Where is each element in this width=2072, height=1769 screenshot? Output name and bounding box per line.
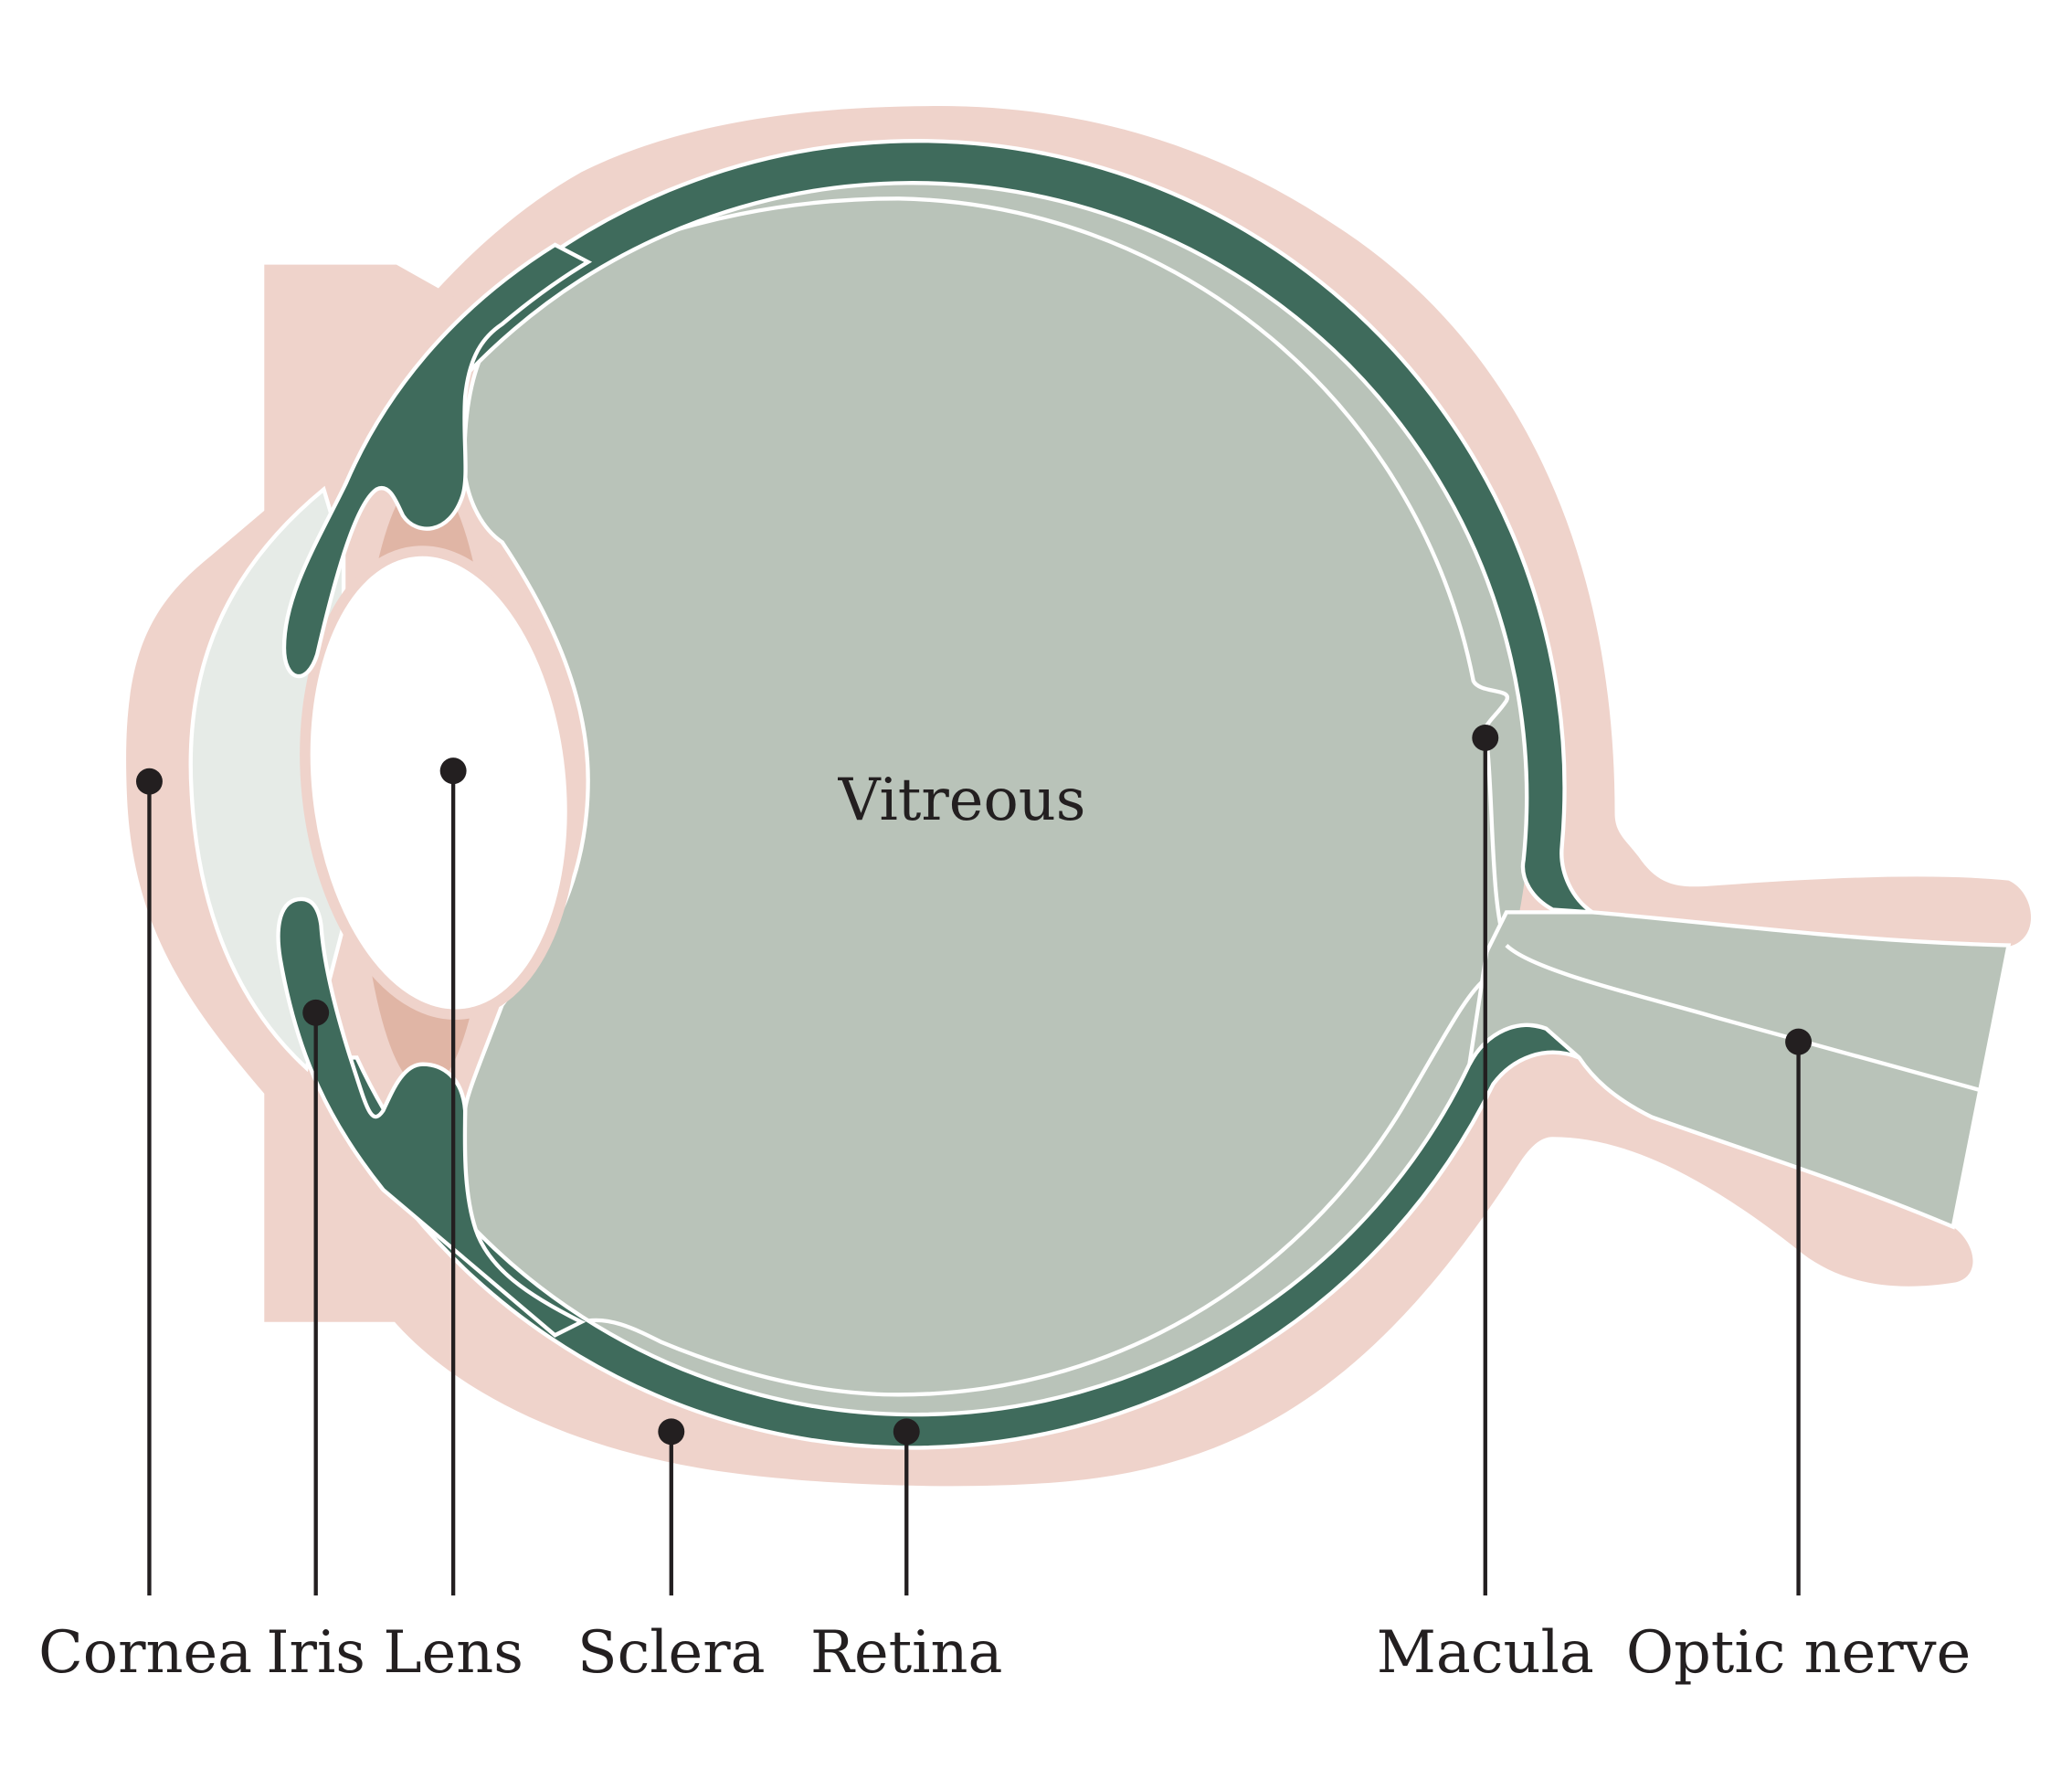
label-cornea: Cornea xyxy=(38,1619,252,1687)
label-optic-nerve: Optic nerve xyxy=(1626,1619,1971,1687)
label-retina: Retina xyxy=(810,1619,1002,1687)
callout-dot xyxy=(135,768,163,795)
iris-lower xyxy=(276,896,587,1338)
callout-dot xyxy=(658,1418,685,1446)
iris-upper xyxy=(281,242,593,678)
callout-dot xyxy=(893,1418,920,1446)
callout-dot xyxy=(302,999,330,1026)
lens-shape xyxy=(300,546,578,1021)
callout-iris: Iris xyxy=(266,999,365,1687)
vitreous-label: Vitreous xyxy=(838,767,1086,834)
callout-retina: Retina xyxy=(810,1418,1002,1687)
callout-macula: Macula xyxy=(1377,724,1594,1687)
optic-nerve-shape xyxy=(1467,910,2012,1230)
vitreous-body xyxy=(293,178,1530,1416)
callout-sclera: Sclera xyxy=(577,1418,766,1687)
callout-dot xyxy=(439,757,467,785)
optic-nerve-line xyxy=(1505,943,1983,1093)
callout-cornea: Cornea xyxy=(38,768,252,1687)
label-iris: Iris xyxy=(266,1619,365,1687)
callout-dot xyxy=(1785,1028,1813,1055)
callout-optic-nerve: Optic nerve xyxy=(1626,1028,1971,1687)
label-sclera: Sclera xyxy=(577,1619,766,1687)
callout-lens: Lens xyxy=(383,757,523,1687)
retina-line-lower xyxy=(580,969,1554,1397)
callout-dot xyxy=(1472,724,1499,751)
label-macula: Macula xyxy=(1377,1619,1594,1687)
label-lens: Lens xyxy=(383,1619,523,1687)
